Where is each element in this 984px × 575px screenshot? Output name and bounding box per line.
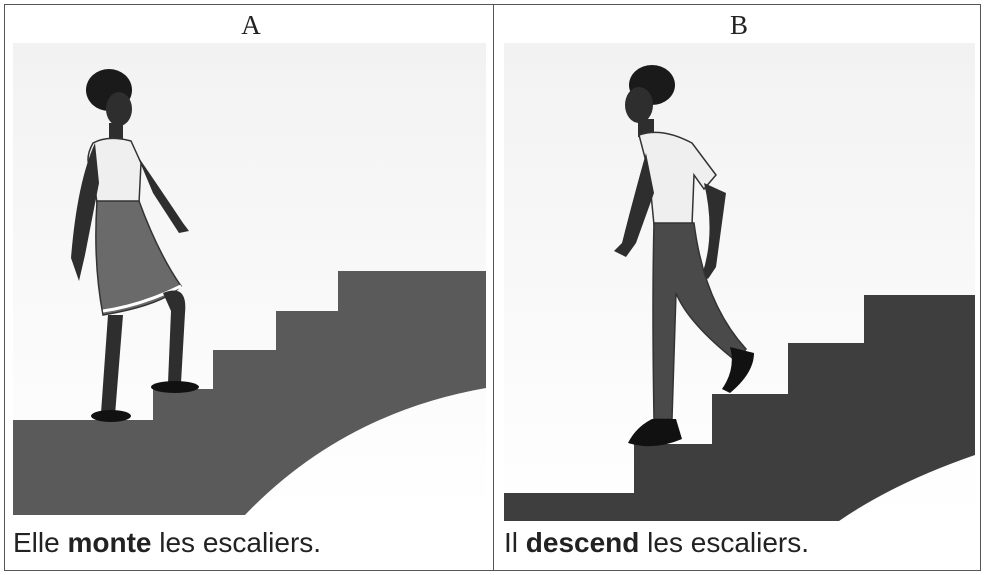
illustration-frame — [4, 4, 981, 571]
panel-b-label: B — [729, 10, 748, 40]
boy-descending — [614, 65, 754, 447]
panel-a-illustration — [13, 43, 486, 515]
staircase-up — [13, 271, 486, 515]
panel-a-caption: Elle monte les escaliers. — [13, 527, 321, 559]
panel-b-caption: Il descend les escaliers. — [504, 527, 809, 559]
panel-divider — [493, 4, 494, 571]
caption-a-suffix: les escaliers. — [151, 527, 322, 558]
panel-a-label: A — [241, 10, 261, 40]
caption-b-prefix: Il — [504, 527, 526, 558]
caption-a-verb: monte — [67, 527, 152, 558]
girl-climbing — [71, 69, 199, 422]
caption-b-verb: descend — [525, 527, 640, 558]
panel-b-illustration — [504, 43, 975, 521]
caption-b-suffix: les escaliers. — [639, 527, 810, 558]
caption-a-prefix: Elle — [13, 527, 68, 558]
staircase-down — [504, 295, 975, 521]
